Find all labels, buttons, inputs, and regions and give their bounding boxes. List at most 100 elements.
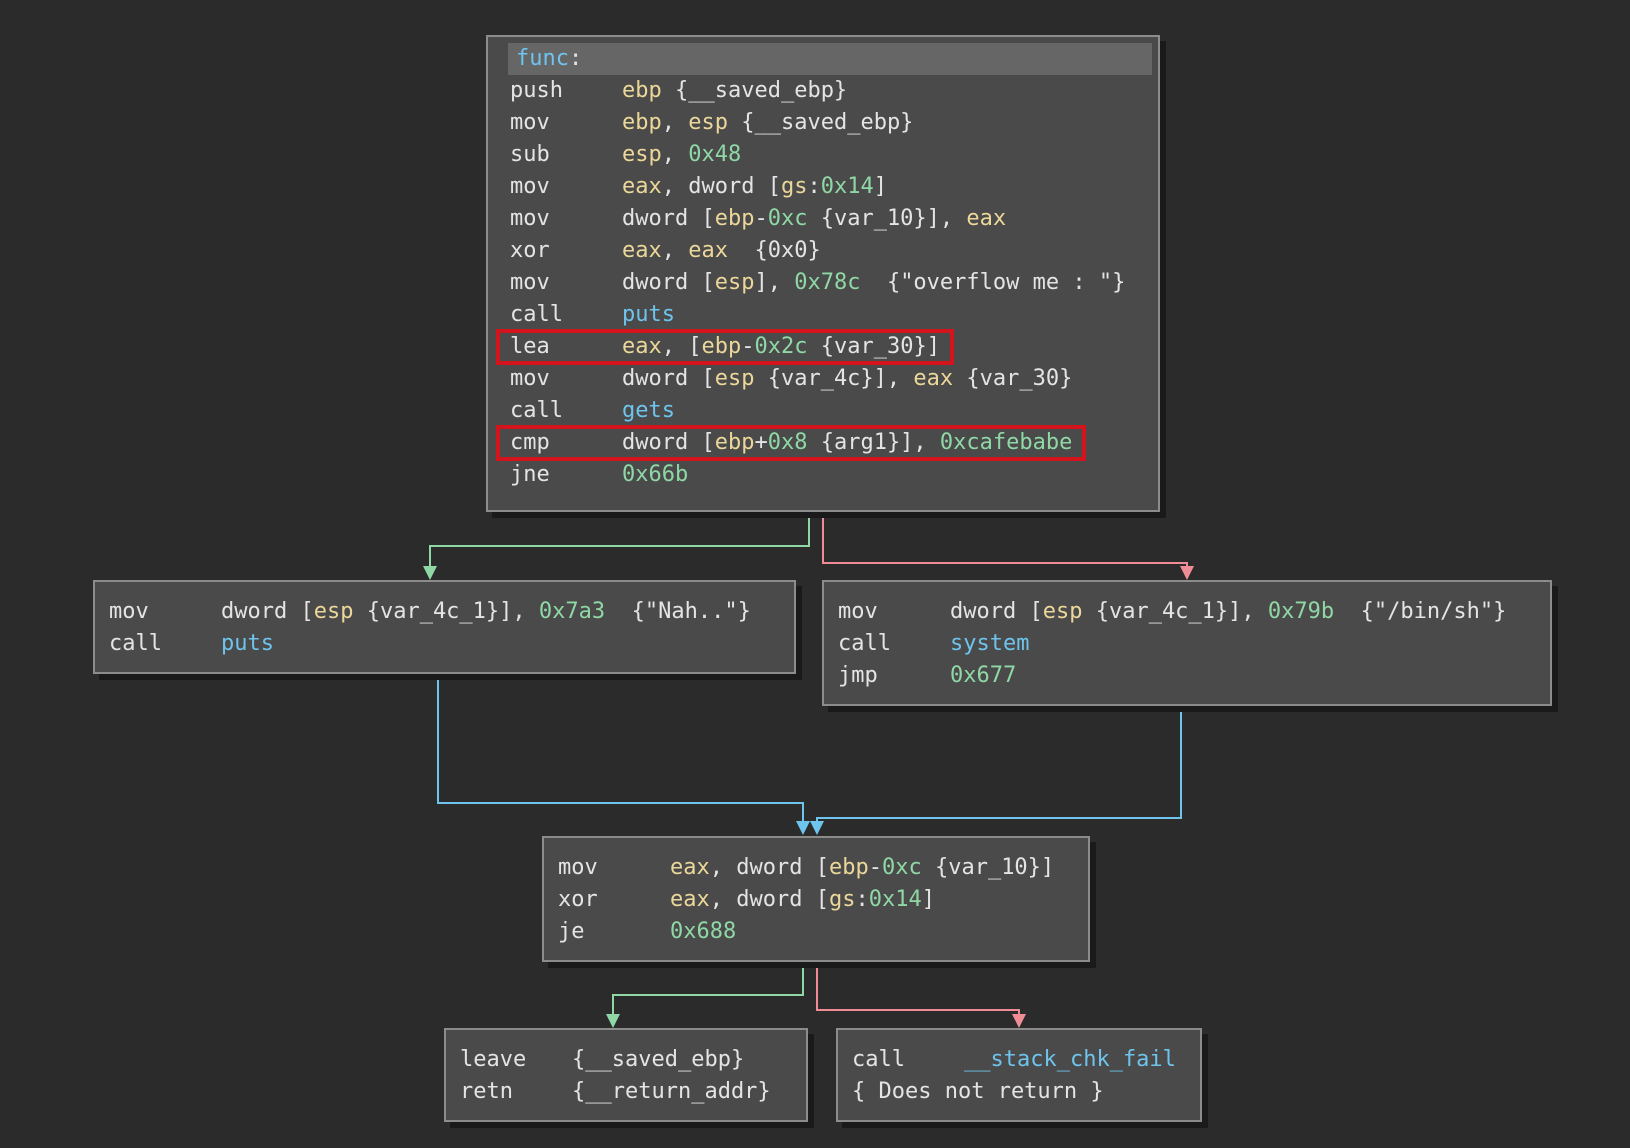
symbol-token[interactable]: puts [622, 302, 675, 327]
arrowhead-func-to-shell [1180, 566, 1194, 580]
operands: eax, dword [gs:0x14] [622, 174, 887, 199]
operands: eax, [ebp-0x2c {var_30}] [622, 334, 940, 359]
constant-token: 0x66b [622, 462, 689, 487]
constant-token: 0x688 [670, 919, 737, 944]
basic-block-stack-chk-fail[interactable]: call__stack_chk_fail{ Does not return } [836, 1028, 1202, 1122]
instruction-line[interactable]: call__stack_chk_fail [852, 1044, 1200, 1076]
register-token: esp [714, 270, 755, 295]
mnemonic: call [109, 631, 162, 656]
register-token: eax [688, 238, 728, 263]
register-token: eax [622, 334, 662, 359]
register-token: ebp [622, 110, 662, 135]
mnemonic: je [558, 919, 585, 944]
edge-shell-to-check [816, 705, 1182, 822]
operands: eax, eax {0x0} [622, 238, 821, 263]
edge-func-to-nah [429, 511, 810, 568]
operands: ebp {__saved_ebp} [622, 78, 847, 103]
operands: puts [622, 302, 675, 327]
instruction-line[interactable]: je 0x688 [558, 916, 1088, 948]
operand-text: {"Nah.."} [605, 599, 751, 624]
operand-text: {var_4c_1}], [353, 599, 539, 624]
operand-text: , [661, 110, 689, 135]
operand-text: , [661, 238, 689, 263]
instruction-line[interactable]: leave{__saved_ebp} [460, 1044, 806, 1076]
instruction-line[interactable]: push ebp {__saved_ebp} [510, 75, 1158, 107]
operand-text: {__saved_ebp} [572, 1047, 745, 1072]
constant-token: 0x677 [950, 663, 1017, 688]
operands: dword [esp {var_4c_1}], 0x79b {"/bin/sh"… [950, 599, 1506, 624]
operand-text: , [ [661, 334, 702, 359]
operand-text: + [754, 430, 768, 455]
operand-text: {var_10}], [807, 206, 967, 231]
arrowhead-nah-to-check [796, 821, 810, 835]
operand-text: {__return_addr} [572, 1079, 771, 1104]
operand-text: {var_30}] [807, 334, 940, 359]
symbol-token[interactable]: puts [221, 631, 274, 656]
operand-text: {var_30} [953, 366, 1073, 391]
mnemonic: jmp [838, 663, 878, 688]
mnemonic: xor [558, 887, 598, 912]
register-token: eax [622, 174, 662, 199]
operand-text: {"overflow me : "} [860, 270, 1126, 295]
operand-text: {var_10}] [921, 855, 1055, 880]
symbol-token[interactable]: __stack_chk_fail [964, 1047, 1176, 1072]
mnemonic: push [510, 78, 563, 103]
operand-text: dword [ [622, 270, 715, 295]
operands: ebp, esp {__saved_ebp} [622, 110, 913, 135]
instruction-line[interactable]: jne 0x66b [510, 459, 1158, 491]
constant-token: 0x14 [820, 174, 874, 199]
operand-text: ], [754, 270, 795, 295]
constant-token: 0xcafebabe [939, 430, 1073, 455]
instruction-line[interactable]: call puts [109, 628, 794, 660]
basic-block-return[interactable]: leave{__saved_ebp}retn{__return_addr} [444, 1028, 808, 1122]
symbol-token[interactable]: system [950, 631, 1030, 656]
operand-text: ] [921, 887, 935, 912]
instruction-line[interactable]: retn{__return_addr} [460, 1076, 806, 1108]
operand-text: dword [ [622, 430, 715, 455]
operands: gets [622, 398, 675, 423]
operand-text: {__saved_ebp} [728, 110, 914, 135]
constant-token: 0x78c [794, 270, 861, 295]
constant-token: 0xc [881, 855, 922, 880]
register-token: esp [622, 142, 662, 167]
mnemonic: mov [558, 855, 598, 880]
register-token: ebp [701, 334, 742, 359]
fail-block-lines: call__stack_chk_fail{ Does not return } [852, 1044, 1200, 1108]
operands: dword [ebp+0x8 {arg1}], 0xcafebabe [622, 430, 1072, 455]
operand-text: {__saved_ebp} [661, 78, 848, 103]
instruction-line[interactable]: { Does not return } [852, 1076, 1200, 1108]
operands: 0x677 [950, 663, 1016, 688]
mnemonic: jne [510, 462, 550, 487]
operand-text: - [754, 206, 768, 231]
operand-text: , dword [ [709, 855, 829, 880]
register-token: eax [622, 238, 662, 263]
instruction-line[interactable]: jmp 0x677 [838, 660, 1550, 692]
operands: 0x66b [622, 462, 688, 487]
symbol-token[interactable]: gets [622, 398, 675, 423]
register-token: ebp [714, 430, 755, 455]
